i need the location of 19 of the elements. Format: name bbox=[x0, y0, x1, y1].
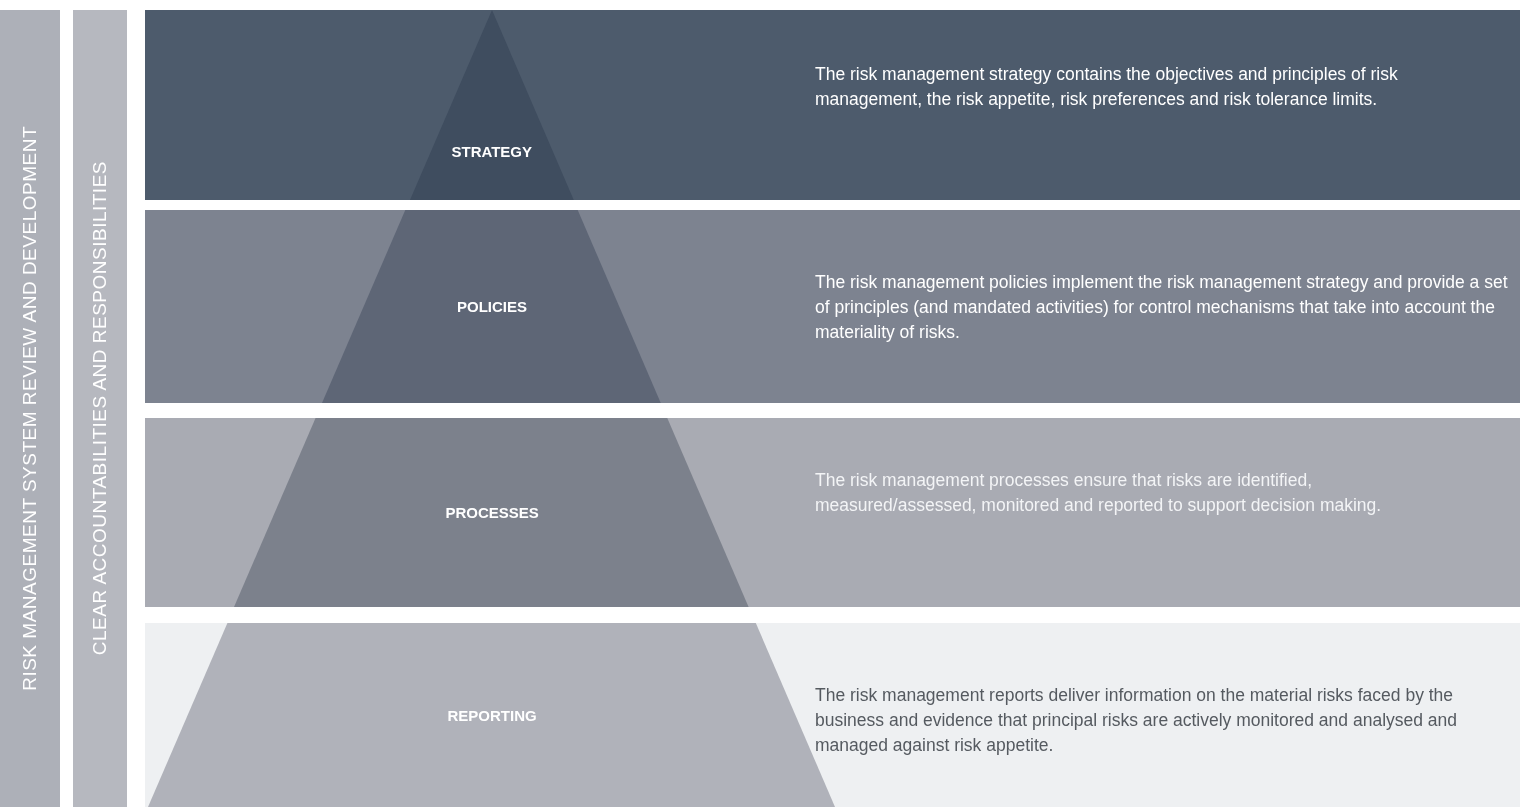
tier-band bbox=[145, 210, 1520, 403]
tier-band bbox=[145, 623, 1520, 807]
tier-band bbox=[145, 418, 1520, 607]
tier-band bbox=[145, 10, 1520, 200]
tier-label: POLICIES bbox=[457, 298, 527, 315]
tier-label: REPORTING bbox=[447, 706, 537, 724]
tier-label: PROCESSES bbox=[445, 504, 539, 521]
band-label: CLEAR ACCOUNTABILITIES AND RESPONSIBILITIES bbox=[89, 161, 111, 656]
side-band bbox=[0, 10, 60, 807]
tier-description: The risk management reports deliver information on the material risks faced by the business and evidence that principal risks are actively monitored and analysed and managed against risk appetite. bbox=[815, 684, 1459, 757]
pyramid-triangle bbox=[410, 10, 574, 200]
tier-description: The risk management strategy contains the objectives and principles of risk management, the risk appetite, risk preferences and risk tolerance limits. bbox=[815, 63, 1399, 111]
tier-label: STRATEGY bbox=[451, 143, 533, 160]
tier-description: The risk management policies implement the risk management strategy and provide a set of principles (and mandated activities) for control mechanisms that take into account the materiality of risks. bbox=[815, 271, 1509, 344]
side-band bbox=[73, 10, 127, 807]
pyramid-segment bbox=[234, 418, 749, 607]
band-label: RISK MANAGEMENT SYSTEM REVIEW AND DEVELOPMENT bbox=[19, 126, 41, 691]
pyramid-segment bbox=[322, 210, 662, 403]
tier-description: The risk management processes ensure that risks are identified, measured/assessed, monitored and reported to support decision making. bbox=[815, 469, 1383, 517]
